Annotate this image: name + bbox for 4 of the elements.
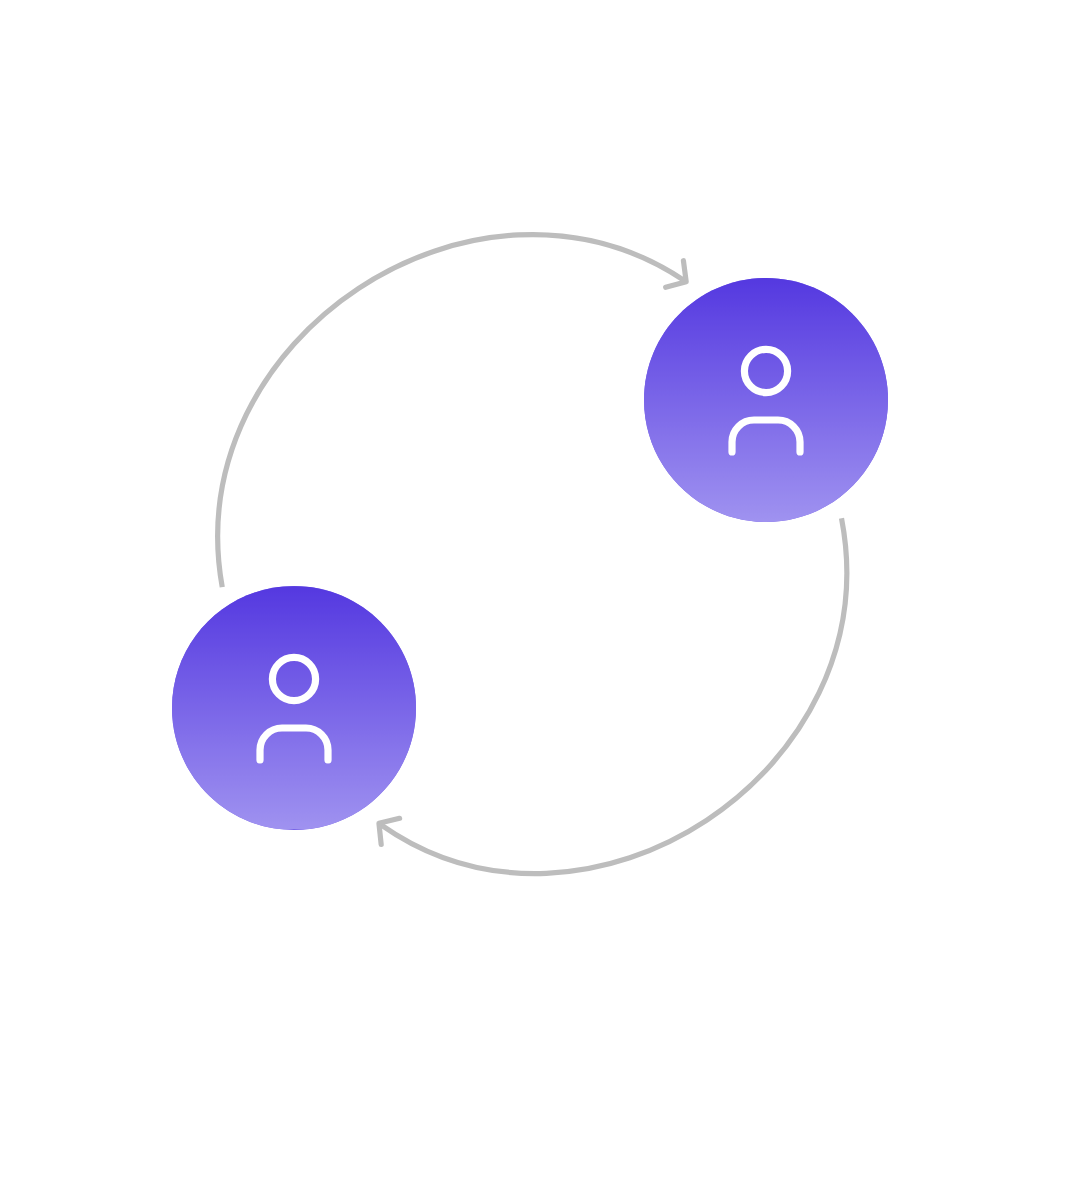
avatar-circle [172, 586, 416, 830]
avatar-circle [644, 278, 888, 522]
arrow [215, 232, 689, 588]
arrow [376, 518, 849, 876]
